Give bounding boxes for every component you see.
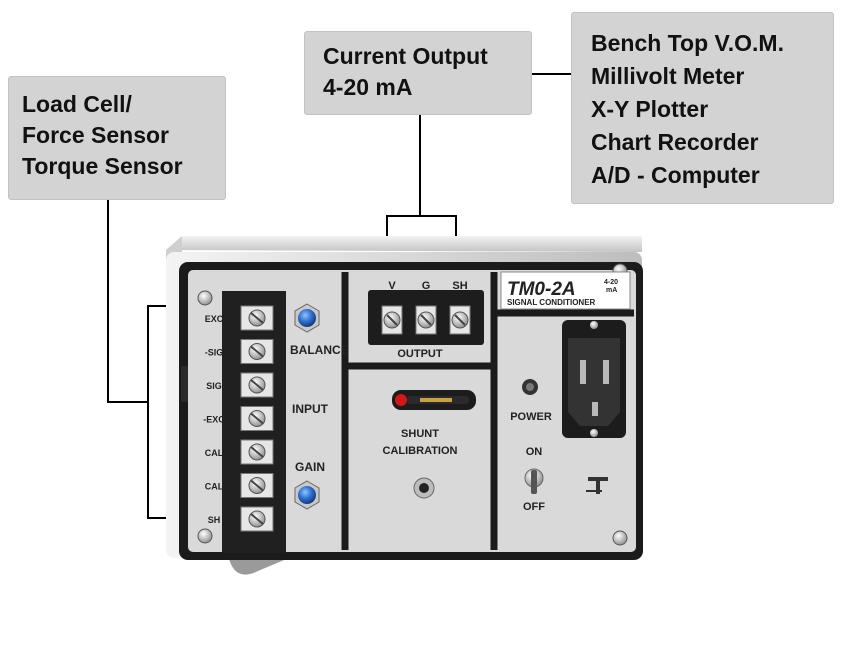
model-range-top: 4-20 [604, 279, 618, 286]
input-terminal[interactable]: CAL [205, 439, 274, 465]
input-terminal-label: SH [208, 515, 221, 525]
output-terminal[interactable] [381, 305, 403, 335]
callout-line: Torque Sensor [22, 153, 183, 179]
input-terminal-label: SIG [206, 381, 222, 391]
shunt-label: SHUNT [401, 428, 439, 440]
output-label: OUTPUT [397, 348, 443, 360]
model-subtitle: SIGNAL CONDITIONER [507, 298, 596, 307]
input-terminal[interactable]: -SIG [205, 339, 274, 364]
manufacturer-logo-icon [586, 477, 608, 494]
balance-knob[interactable] [294, 303, 320, 333]
output-terminal[interactable] [449, 305, 471, 335]
shunt-calibration-connector[interactable] [392, 390, 476, 410]
callout-line: Current Output [323, 43, 488, 69]
callout-line: 4-20 mA [323, 74, 413, 100]
switch-on-label: ON [526, 446, 543, 458]
callout-line: Millivolt Meter [591, 63, 745, 89]
model-range-unit: mA [606, 287, 617, 294]
input-terminal[interactable]: SH [208, 506, 274, 532]
output-terminal-label: G [422, 280, 431, 292]
current-output-callout: Current Output 4-20 mA [304, 31, 532, 115]
gain-knob[interactable] [294, 480, 320, 510]
callout-line: X-Y Plotter [591, 96, 709, 122]
panel-sections [341, 272, 634, 550]
model-badge: TM0-2A 4-20 mA SIGNAL CONDITIONER [500, 271, 631, 310]
callout-line: Bench Top V.O.M. [591, 30, 784, 56]
input-terminal-label: CAL [205, 448, 224, 458]
screw-icon [197, 290, 213, 306]
calibration-label: CALIBRATION [383, 445, 458, 457]
input-terminal[interactable]: -EXC [203, 406, 274, 431]
input-terminal[interactable]: CAL [205, 473, 274, 498]
output-terminal-label: V [388, 280, 396, 292]
output-terminal[interactable] [415, 305, 437, 335]
input-sensors-callout: Load Cell/ Force Sensor Torque Sensor [8, 76, 226, 200]
input-terminal-label: -EXC [203, 415, 225, 425]
gain-label: GAIN [295, 460, 325, 474]
callout-line: Chart Recorder [591, 129, 759, 155]
input-terminal-label: EXC [205, 314, 224, 324]
output-terminal-block: V G SH [368, 280, 484, 345]
switch-off-label: OFF [523, 501, 545, 513]
power-indicator-led [522, 379, 538, 395]
power-label: POWER [510, 411, 552, 423]
power-toggle-switch[interactable] [524, 468, 544, 494]
screw-icon [612, 530, 628, 546]
output-terminal-label: SH [452, 280, 467, 292]
input-terminal-label: -SIG [205, 348, 224, 358]
balance-label: BALANCE [290, 343, 349, 357]
input-terminal-strip: EXC -SIG SIG -EXC CAL CAL SH [203, 291, 286, 553]
input-terminal[interactable]: EXC [205, 305, 274, 331]
input-label: INPUT [292, 402, 329, 416]
output-devices-callout: Bench Top V.O.M. Millivolt Meter X-Y Plo… [571, 12, 834, 204]
callout-line: Load Cell/ [22, 91, 132, 117]
power-inlet-socket[interactable] [562, 320, 626, 438]
callout-line: Force Sensor [22, 122, 169, 148]
input-bracket [147, 305, 170, 519]
calibration-button[interactable] [413, 477, 435, 499]
screw-icon [197, 528, 213, 544]
input-connector-line [107, 200, 148, 403]
input-terminal-label: CAL [205, 482, 224, 492]
side-clip [181, 366, 188, 402]
callout-line: A/D - Computer [591, 162, 760, 188]
model-name: TM0-2A [507, 279, 576, 300]
input-terminal[interactable]: SIG [206, 372, 274, 398]
connector-lines [107, 73, 571, 519]
output-bracket [386, 215, 457, 246]
